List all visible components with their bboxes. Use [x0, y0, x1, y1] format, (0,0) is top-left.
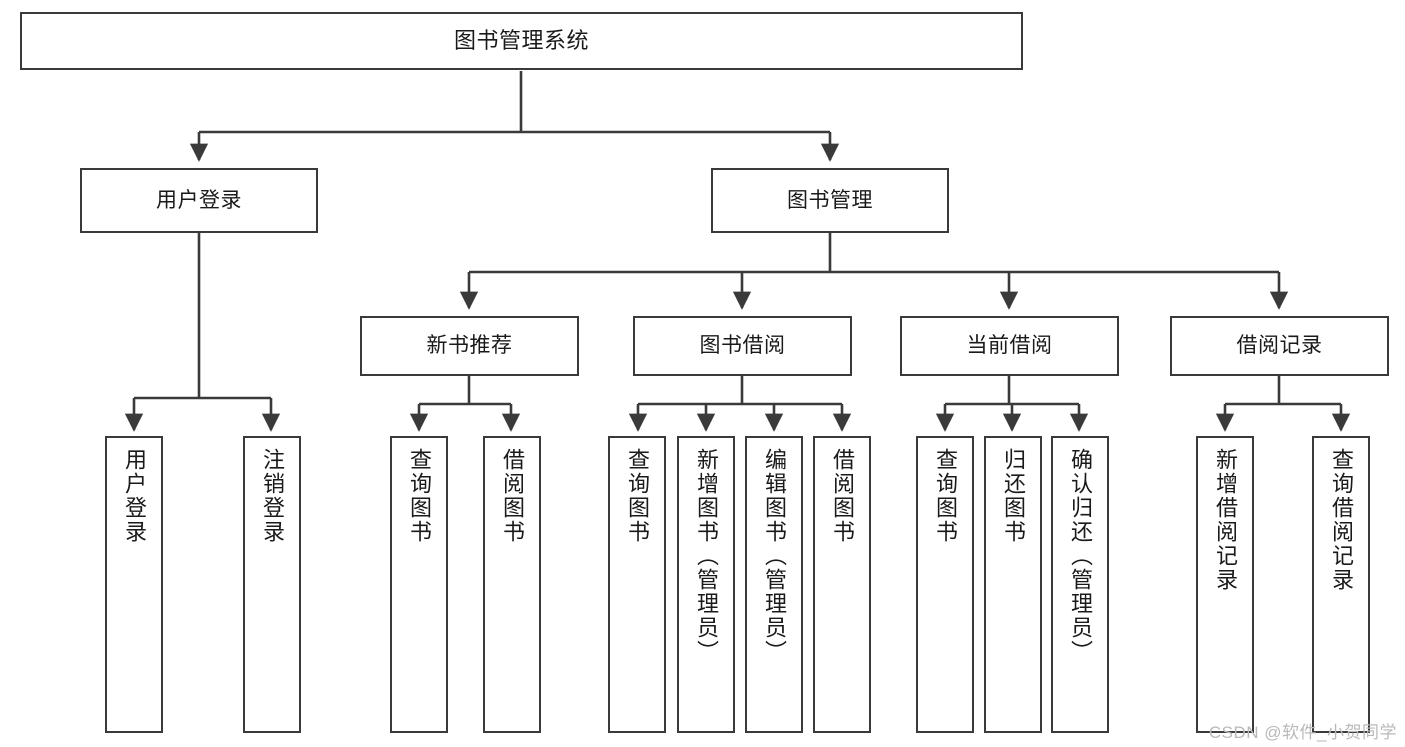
leaf-query-borrowing-record[interactable]: 查询借阅记录 — [1312, 436, 1370, 733]
node-label: 用户登录 — [156, 188, 242, 212]
leaf-logout[interactable]: 注销登录 — [243, 436, 301, 733]
node-label: 查询借阅记录 — [1329, 448, 1354, 592]
node-label: 借阅图书 — [830, 448, 855, 544]
leaf-add-book-admin[interactable]: 新增图书（管理员） — [677, 436, 735, 733]
node-new-book-recommendation[interactable]: 新书推荐 — [360, 316, 579, 376]
node-label: 查询图书 — [407, 448, 432, 544]
leaf-query-books-current[interactable]: 查询图书 — [916, 436, 974, 733]
leaf-borrow-books[interactable]: 借阅图书 — [813, 436, 871, 733]
node-label: 确认归还（管理员） — [1068, 448, 1093, 664]
node-current-borrowing[interactable]: 当前借阅 — [900, 316, 1119, 376]
node-label: 图书管理系统 — [453, 27, 589, 53]
node-label: 注销登录 — [260, 448, 285, 544]
node-user-login[interactable]: 用户登录 — [80, 168, 318, 233]
node-label: 当前借阅 — [966, 334, 1053, 358]
leaf-add-borrowing-record[interactable]: 新增借阅记录 — [1196, 436, 1254, 733]
node-label: 用户登录 — [122, 448, 147, 544]
node-label: 图书借阅 — [699, 334, 786, 358]
node-label: 新增图书（管理员） — [694, 448, 719, 664]
node-label: 新书推荐 — [426, 334, 513, 358]
leaf-query-books-recommendation[interactable]: 查询图书 — [390, 436, 448, 733]
leaf-confirm-return-admin[interactable]: 确认归还（管理员） — [1051, 436, 1109, 733]
node-label: 查询图书 — [933, 448, 958, 544]
node-book-management[interactable]: 图书管理 — [711, 168, 949, 233]
node-borrowing-records[interactable]: 借阅记录 — [1170, 316, 1389, 376]
node-label: 查询图书 — [625, 448, 650, 544]
node-label: 新增借阅记录 — [1213, 448, 1238, 592]
node-label: 图书管理 — [787, 188, 873, 212]
leaf-edit-book-admin[interactable]: 编辑图书（管理员） — [745, 436, 803, 733]
node-label: 借阅记录 — [1236, 334, 1323, 358]
node-label: 借阅图书 — [500, 448, 525, 544]
node-label: 编辑图书（管理员） — [762, 448, 787, 664]
csdn-watermark: CSDN @软件_小贺同学 — [1208, 723, 1397, 742]
node-book-borrowing[interactable]: 图书借阅 — [633, 316, 852, 376]
node-root-book-management-system[interactable]: 图书管理系统 — [20, 12, 1023, 70]
leaf-user-login[interactable]: 用户登录 — [105, 436, 163, 733]
leaf-return-books[interactable]: 归还图书 — [984, 436, 1042, 733]
node-label: 归还图书 — [1001, 448, 1026, 544]
leaf-borrow-books-recommendation[interactable]: 借阅图书 — [483, 436, 541, 733]
leaf-query-books-borrowing[interactable]: 查询图书 — [608, 436, 666, 733]
